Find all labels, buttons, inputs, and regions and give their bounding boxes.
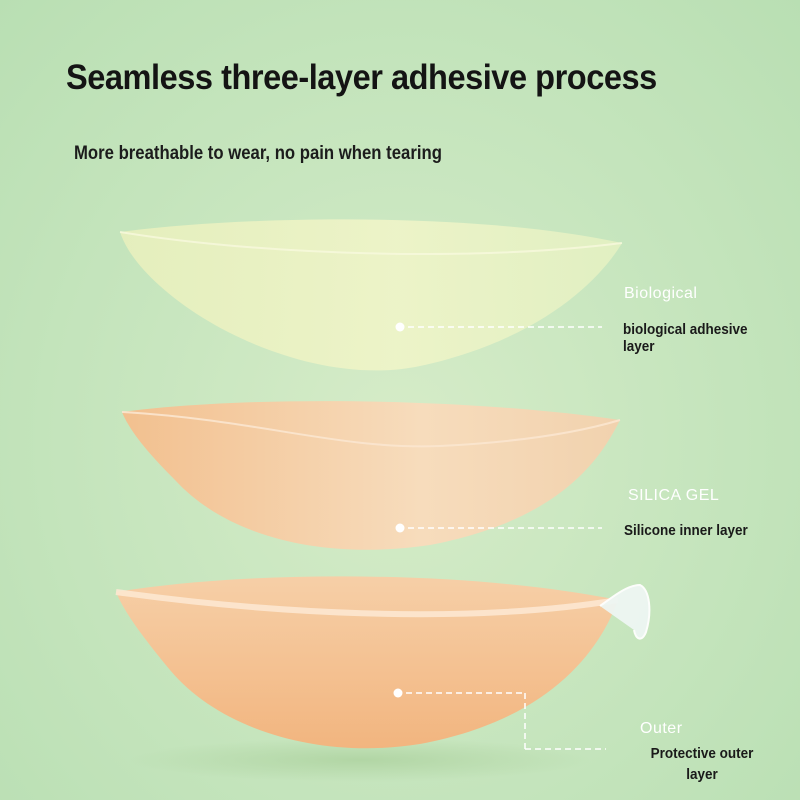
callout-silica: [395, 523, 602, 533]
outer-description-line1: Protective outer: [650, 745, 754, 762]
outer-layer-shape: [115, 576, 651, 749]
outer-description: Protective outer layer: [648, 743, 756, 785]
outer-tag: Outer: [640, 720, 683, 737]
outer-description-line2: layer: [686, 766, 718, 783]
page-title: Seamless three-layer adhesive process: [66, 58, 657, 97]
callout-outer: [393, 688, 606, 750]
silica-description: Silicone inner layer: [624, 522, 748, 539]
biological-tag: Biological: [624, 285, 698, 302]
ground-shadow: [130, 738, 590, 782]
silica-layer-shape: [121, 401, 621, 550]
biological-layer-shape: [119, 219, 623, 371]
silica-tag: SILICA GEL: [628, 487, 720, 504]
page-subtitle: More breathable to wear, no pain when te…: [74, 143, 442, 164]
callout-biological: [395, 322, 602, 332]
peel-tab: [599, 583, 651, 640]
biological-description: biological adhesive layer: [623, 321, 748, 355]
